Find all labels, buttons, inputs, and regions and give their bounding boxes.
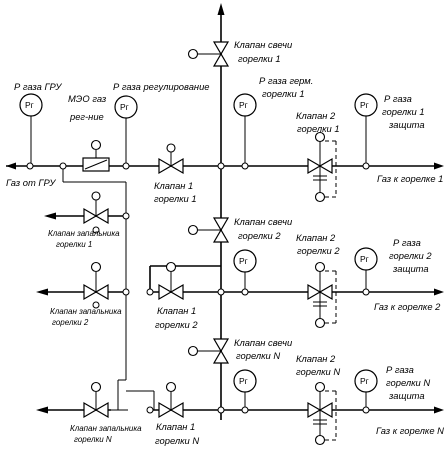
gauge-label: Рг xyxy=(239,100,248,110)
valve-1-burner-n xyxy=(158,381,184,419)
igniter-valve-burner-1 xyxy=(83,191,109,225)
gauge-protection-1: Рг xyxy=(354,93,378,163)
label-igniter-2-line1: Клапан запальника xyxy=(50,307,122,316)
gauge-label: Рг xyxy=(360,254,369,264)
valve-1-burner-1 xyxy=(158,143,184,175)
label-candle-2-line2: горелки 2 xyxy=(238,230,281,241)
label-valve2-b1-line1: Клапан 2 xyxy=(296,110,336,121)
gauge-label: Рг xyxy=(25,100,34,110)
label-igniter-1-line2: горелки 1 xyxy=(56,240,92,249)
igniter-2-pipe xyxy=(36,288,126,296)
gauge-regulation: Рг xyxy=(114,95,138,163)
candle-valve-burner-1 xyxy=(187,41,230,67)
label-candle-1-line1: Клапан свечи xyxy=(234,39,293,50)
gauge-label: Рг xyxy=(239,376,248,386)
gauge-germ-2: Рг xyxy=(233,249,257,289)
label-to-burner-n: Газ к горелке N xyxy=(376,425,444,436)
igniter-valve-burner-n xyxy=(83,381,109,419)
gauge-label: Рг xyxy=(120,102,129,112)
label-candle-n-line2: горелки N xyxy=(236,350,280,361)
label-candle-2-line1: Клапан свечи xyxy=(234,216,293,227)
label-valve2-bn-line2: горелки N xyxy=(296,366,340,377)
main-header-pipe xyxy=(6,162,444,170)
label-valve1-bn-line2: горелки N xyxy=(155,435,199,446)
gauge-label: Рг xyxy=(360,100,369,110)
candle-valve-burner-n xyxy=(187,338,230,364)
valve-2-burner-n xyxy=(307,381,337,446)
label-p-prot-n-line1: Р газа xyxy=(386,364,414,375)
gauge-protection-2: Рг xyxy=(354,247,378,289)
burner-n-pipe xyxy=(150,406,444,414)
label-igniter-n-line1: Клапан запальника xyxy=(70,424,142,433)
label-meo-2: рег-ние xyxy=(69,111,104,122)
label-p-prot-1-line3: защита xyxy=(388,119,425,130)
label-igniter-1-line1: Клапан запальника xyxy=(48,229,120,238)
label-candle-n-line1: Клапан свечи xyxy=(234,337,293,348)
valve-1-burner-2 xyxy=(158,261,184,301)
label-valve1-b2-line1: Клапан 1 xyxy=(157,305,196,316)
label-to-burner-2: Газ к горелке 2 xyxy=(374,301,441,312)
candle-valve-burner-2 xyxy=(187,217,230,243)
gauge-label: Рг xyxy=(360,376,369,386)
label-p-regulation: Р газа регулирование xyxy=(113,81,210,92)
label-valve2-bn-line1: Клапан 2 xyxy=(296,353,336,364)
label-to-burner-1: Газ к горелке 1 xyxy=(377,173,443,184)
label-p-prot-n-line2: горелки N xyxy=(386,377,430,388)
gauge-gru: Рг xyxy=(19,93,43,163)
label-valve1-bn-line1: Клапан 1 xyxy=(156,421,195,432)
gauge-label: Рг xyxy=(239,256,248,266)
label-candle-1-line2: горелки 1 xyxy=(238,53,281,64)
label-p-prot-1-line2: горелки 1 xyxy=(382,106,425,117)
label-valve2-b2-line1: Клапан 2 xyxy=(296,232,336,243)
label-p-prot-1-line1: Р газа xyxy=(384,93,412,104)
gauge-germ-n: Рг xyxy=(233,369,257,407)
label-valve2-b2-line2: горелки 2 xyxy=(297,245,340,256)
label-gas-from-gru: Газ от ГРУ xyxy=(6,177,56,188)
label-p-germ-1-line2: горелки 1 xyxy=(262,88,305,99)
burner-2-pipe xyxy=(149,266,444,296)
meo-regulator xyxy=(82,139,110,172)
label-p-gru: Р газа ГРУ xyxy=(14,81,62,92)
label-p-prot-2-line3: защита xyxy=(392,263,429,274)
label-valve2-b1-line2: горелки 1 xyxy=(297,123,340,134)
label-p-germ-1-line1: Р газа герм. xyxy=(259,75,313,86)
label-p-prot-2-line2: горелки 2 xyxy=(389,250,432,261)
label-p-prot-2-line1: Р газа xyxy=(393,237,421,248)
label-valve1-b1-line1: Клапан 1 xyxy=(154,180,193,191)
valve-2-burner-1 xyxy=(307,131,337,203)
label-valve1-b2-line2: горелки 2 xyxy=(155,319,198,330)
label-igniter-n-line2: горелки N xyxy=(74,435,112,444)
label-p-prot-n-line3: защита xyxy=(388,390,425,401)
igniter-valve-burner-2 xyxy=(83,261,109,301)
label-igniter-2-line2: горелки 2 xyxy=(52,318,89,327)
valve-2-burner-2 xyxy=(307,261,337,329)
junction-nodes xyxy=(26,162,370,414)
label-meo-1: МЭО газ xyxy=(68,93,107,104)
label-valve1-b1-line2: горелки 1 xyxy=(154,193,197,204)
gauge-protection-n: Рг xyxy=(354,369,378,407)
gauge-germ-1: Рг xyxy=(233,93,257,163)
